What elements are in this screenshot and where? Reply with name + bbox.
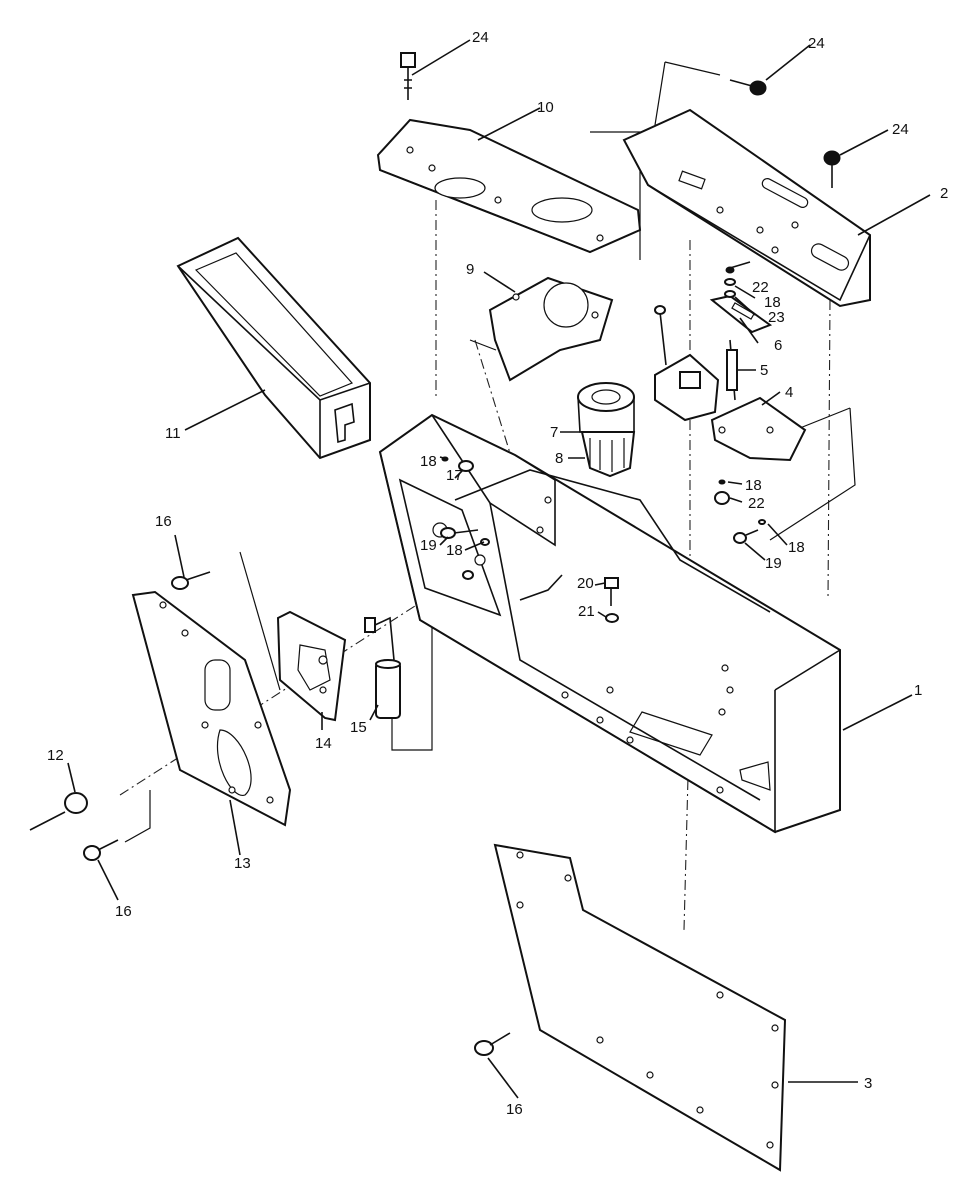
switch-bracket: [710, 396, 807, 462]
console-box: [176, 236, 371, 460]
callout-15: 15: [350, 719, 367, 736]
callout-labels: 24 24 24 10 2 9 22 18 23 6 5 4 7 8 11 18…: [47, 29, 948, 1118]
callout-19-frame: 19: [420, 537, 437, 554]
hardware-stack-upper: [709, 266, 773, 334]
callout-13: 13: [234, 855, 251, 872]
rubber-boot: [577, 382, 636, 478]
capacitor: [364, 616, 401, 719]
callout-22-lower: 22: [748, 495, 765, 512]
callout-22-upper: 22: [752, 279, 769, 296]
callout-18-frame-mid: 18: [446, 542, 463, 559]
callout-17: 17: [446, 467, 463, 484]
callout-1: 1: [914, 682, 922, 699]
callout-18-right-b: 18: [788, 539, 805, 556]
side-cover-plate: [131, 590, 292, 827]
callout-18-upper: 18: [764, 294, 781, 311]
callout-16-upper: 16: [155, 513, 172, 530]
callout-24-right: 24: [892, 121, 909, 138]
callout-6: 6: [774, 337, 782, 354]
top-plate-right: [622, 108, 871, 308]
bottom-cover-plate: [493, 843, 787, 1172]
callout-2: 2: [940, 185, 948, 202]
plug-12: [29, 792, 88, 831]
bolt-24-right: [823, 150, 841, 188]
bolt-24-left: [400, 52, 416, 100]
callout-23: 23: [768, 309, 785, 326]
top-plate-left: [376, 118, 642, 254]
callout-21: 21: [578, 603, 595, 620]
fasteners: [29, 52, 841, 1056]
callout-18-right-a: 18: [745, 477, 762, 494]
bolt-16-upper: [171, 571, 211, 590]
bolt-24-right-top: [729, 79, 767, 96]
switch-assembly: [654, 305, 738, 422]
callout-16-bottom: 16: [506, 1101, 523, 1118]
callout-9: 9: [466, 261, 474, 278]
bolt-16-bottom: [474, 1032, 511, 1056]
callout-11: 11: [165, 425, 181, 442]
callout-5: 5: [760, 362, 768, 379]
callout-3: 3: [864, 1075, 872, 1092]
leader-lines: [67, 39, 931, 1099]
callout-16-lower: 16: [115, 903, 132, 920]
callout-18-frame-top: 18: [420, 453, 437, 470]
callout-10: 10: [537, 99, 554, 116]
callout-14: 14: [315, 735, 332, 752]
callout-12: 12: [47, 747, 64, 764]
callout-24-left: 24: [472, 29, 489, 46]
mounting-bracket: [488, 276, 614, 382]
callout-7: 7: [550, 424, 558, 441]
main-frame: [378, 413, 841, 834]
callout-4: 4: [785, 384, 793, 401]
callout-20: 20: [577, 575, 594, 592]
callout-24-top-right: 24: [808, 35, 825, 52]
bolt-16-lower: [83, 839, 119, 861]
callout-8: 8: [555, 450, 563, 467]
callout-19-right: 19: [765, 555, 782, 572]
gasket-plate: [276, 610, 347, 722]
